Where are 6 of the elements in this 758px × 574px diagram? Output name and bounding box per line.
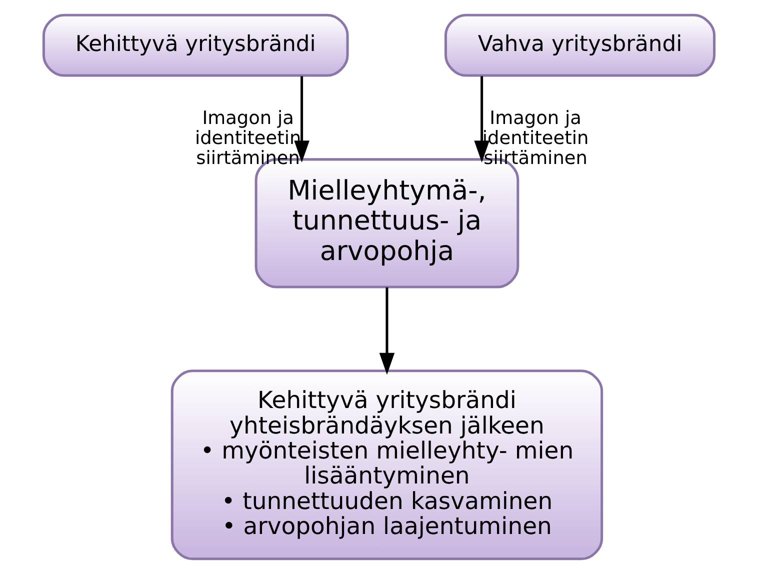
arrow — [474, 76, 490, 162]
arrow — [294, 76, 310, 162]
arrow — [379, 287, 395, 375]
node-box: Kehittyvä yritysbrändi yhteisbrändäyksen jälkeen • myönteisten mielleyhty- mien lisääntyminen • tunnettuuden kasvaminen • arvopohjan laajentuminen — [170, 370, 604, 560]
node-box: Vahva yritysbrändi — [444, 14, 716, 77]
node-box: Kehittyvä yritysbrändi — [42, 14, 349, 77]
